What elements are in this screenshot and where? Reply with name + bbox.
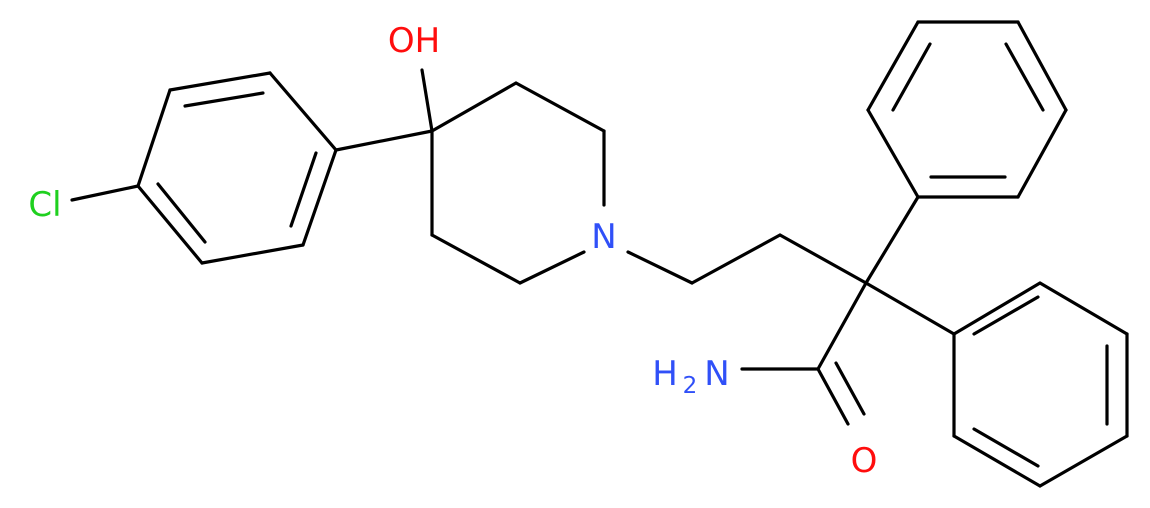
amide-subscript-label: 2 — [683, 373, 698, 399]
bond-chlorophenyl — [136, 88, 172, 188]
bond-phenyl-b — [952, 434, 1042, 488]
bond-cq-phenyl — [864, 281, 956, 336]
bond-phenyl-b-inner — [972, 295, 1040, 336]
bond-chlorophenyl — [200, 243, 305, 265]
bond-carbonyl-o — [816, 367, 850, 426]
bond-c4-oh — [420, 68, 434, 133]
bond-phenyl-b — [952, 281, 1042, 336]
chlorine-label: Cl — [28, 185, 61, 225]
piperidine-nitrogen-label: N — [591, 217, 616, 257]
bond-phenyl-a-inner — [1004, 42, 1045, 112]
bond-chain — [690, 233, 782, 285]
amide-h-label: H — [652, 354, 678, 394]
atom-labels: OH Cl N H 2 N O — [28, 21, 877, 481]
bond-cl-ring — [70, 184, 140, 202]
bond-phenyl-a — [1016, 108, 1068, 199]
bond-piperidine — [514, 81, 606, 133]
hydroxyl-label: OH — [388, 21, 440, 61]
bond-chain — [778, 233, 868, 285]
bond-phenyl-a — [1016, 20, 1068, 112]
bond-cq-carbonyl — [816, 281, 868, 371]
bonds — [70, 20, 1129, 488]
bond-piperidine — [430, 233, 522, 285]
bond-cq-phenyl — [864, 195, 920, 285]
bond-aryl-c4 — [334, 129, 434, 152]
bond-chlorophenyl — [136, 184, 204, 265]
bond-chlorophenyl — [301, 148, 338, 247]
bond-chlorophenyl — [268, 71, 338, 152]
bond-phenyl-a — [866, 108, 920, 199]
bond-phenyl-b — [1038, 434, 1129, 488]
bond-phenyl-a-inner — [891, 42, 932, 112]
carbonyl-oxygen-label: O — [851, 441, 878, 481]
bond-phenyl-a — [866, 20, 920, 112]
bond-chain — [626, 250, 694, 285]
bond-chlorophenyl-inner — [156, 182, 207, 244]
bond-piperidine — [430, 81, 518, 133]
bond-carbonyl-o — [834, 361, 866, 416]
bond-chlorophenyl-inner — [183, 91, 265, 108]
bond-piperidine — [518, 250, 586, 285]
bond-phenyl-b-inner — [972, 427, 1040, 468]
bond-chlorophenyl — [168, 71, 272, 92]
bond-chlorophenyl-inner — [289, 151, 318, 228]
bond-phenyl-b — [1038, 281, 1129, 336]
amide-nitrogen-label: N — [704, 354, 729, 394]
